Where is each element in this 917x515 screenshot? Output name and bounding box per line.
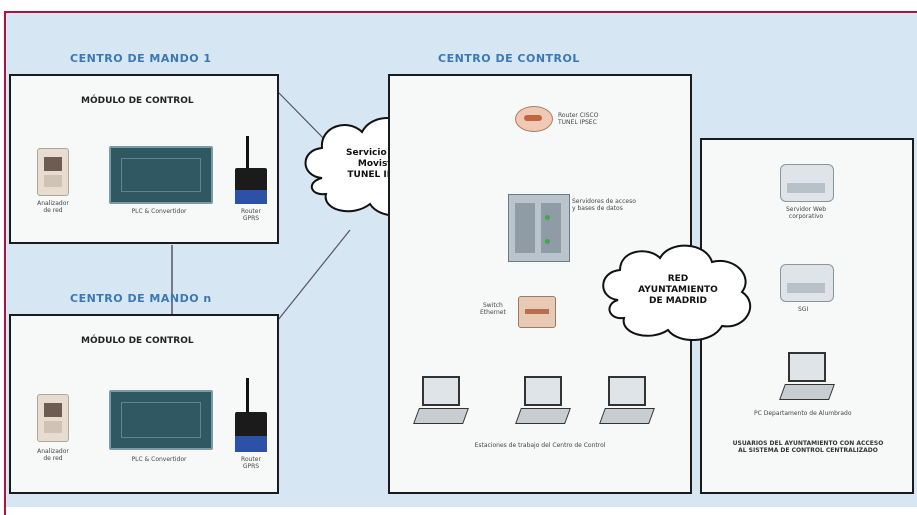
plc-converter-icon <box>109 146 213 204</box>
mando1-heading: CENTRO DE MANDO 1 <box>70 52 212 65</box>
ayto-cloud-line1: RED <box>667 274 689 284</box>
workstation-icon <box>413 376 469 428</box>
mando2-heading: CENTRO DE MANDO n <box>70 292 212 305</box>
department-pc-label: PC Departamento de Alumbrado <box>754 410 852 417</box>
ayto-caption: USUARIOS DEL AYUNTAMIENTO CON ACCESO AL … <box>710 440 906 454</box>
router-antenna-icon <box>246 378 249 414</box>
mando1-meter-label: Analizador de red <box>37 200 69 214</box>
servers-label: Servidores de acceso y bases de datos <box>572 198 636 212</box>
gprs-router-icon <box>235 412 267 452</box>
server-rack-icon <box>508 194 570 262</box>
mando2-meter-label: Analizador de red <box>37 448 69 462</box>
plc-converter-icon <box>109 390 213 450</box>
mando2-panel: MÓDULO DE CONTROL Analizador de red PLC … <box>9 314 279 494</box>
gprs-router-icon <box>235 168 267 204</box>
ethernet-switch-icon <box>518 296 556 328</box>
ayto-cloud-line2: AYUNTAMIENTO <box>638 285 718 295</box>
servers-label-2: y bases de datos <box>572 205 623 212</box>
cisco-router-label-1: Router CISCO <box>558 112 599 119</box>
department-pc-icon <box>779 352 835 404</box>
ayto-cloud-text: RED AYUNTAMIENTO DE MADRID <box>628 274 728 307</box>
cisco-router-label-2: TUNEL IPSEC <box>558 119 597 126</box>
switch-label: Switch Ethernet <box>480 302 506 316</box>
energy-meter-icon <box>37 148 69 196</box>
web-server-label-1: Servidor Web <box>786 206 827 213</box>
mando1-plc-label: PLC & Convertidor <box>131 208 187 215</box>
frame-left-border <box>4 11 6 515</box>
workstations-label: Estaciones de trabajo del Centro de Cont… <box>474 442 606 449</box>
cisco-router-label: Router CISCO TUNEL IPSEC <box>558 112 598 126</box>
servers-label-1: Servidores de acceso <box>572 198 636 205</box>
router-antenna-icon <box>246 136 249 170</box>
workstation-icon <box>599 376 655 428</box>
mando2-plc-label: PLC & Convertidor <box>131 456 187 463</box>
ayto-caption-1: USUARIOS DEL AYUNTAMIENTO CON ACCESO <box>732 440 884 447</box>
mando2-module-title: MÓDULO DE CONTROL <box>81 336 194 346</box>
switch-label-1: Switch <box>483 302 503 309</box>
switch-label-2: Ethernet <box>480 309 506 316</box>
control-heading: CENTRO DE CONTROL <box>438 52 580 65</box>
mando1-router-label: Router GPRS <box>241 208 261 222</box>
cisco-router-icon <box>515 106 553 132</box>
energy-meter-icon <box>37 394 69 442</box>
sgi-label: SGI <box>798 306 809 313</box>
web-server-icon <box>780 164 834 202</box>
mando1-module-title: MÓDULO DE CONTROL <box>81 96 194 106</box>
mando1-panel: MÓDULO DE CONTROL Analizador de red PLC … <box>9 74 279 244</box>
sgi-server-icon <box>780 264 834 302</box>
web-server-label: Servidor Web corporativo <box>786 206 826 220</box>
ayto-caption-2: AL SISTEMA DE CONTROL CENTRALIZADO <box>738 447 878 454</box>
web-server-label-2: corporativo <box>788 213 824 220</box>
frame-top-border <box>4 11 917 13</box>
m2m-line3: TUNEL IPSEC <box>347 170 413 180</box>
m2m-cloud-text: Servicio M2M Movistar TUNEL IPSEC <box>330 148 430 181</box>
ayto-cloud-line3: DE MADRID <box>649 296 707 306</box>
workstation-icon <box>515 376 571 428</box>
m2m-line1: Servicio M2M <box>346 148 414 158</box>
mando2-router-label: Router GPRS <box>241 456 261 470</box>
m2m-line2: Movistar <box>357 159 403 169</box>
